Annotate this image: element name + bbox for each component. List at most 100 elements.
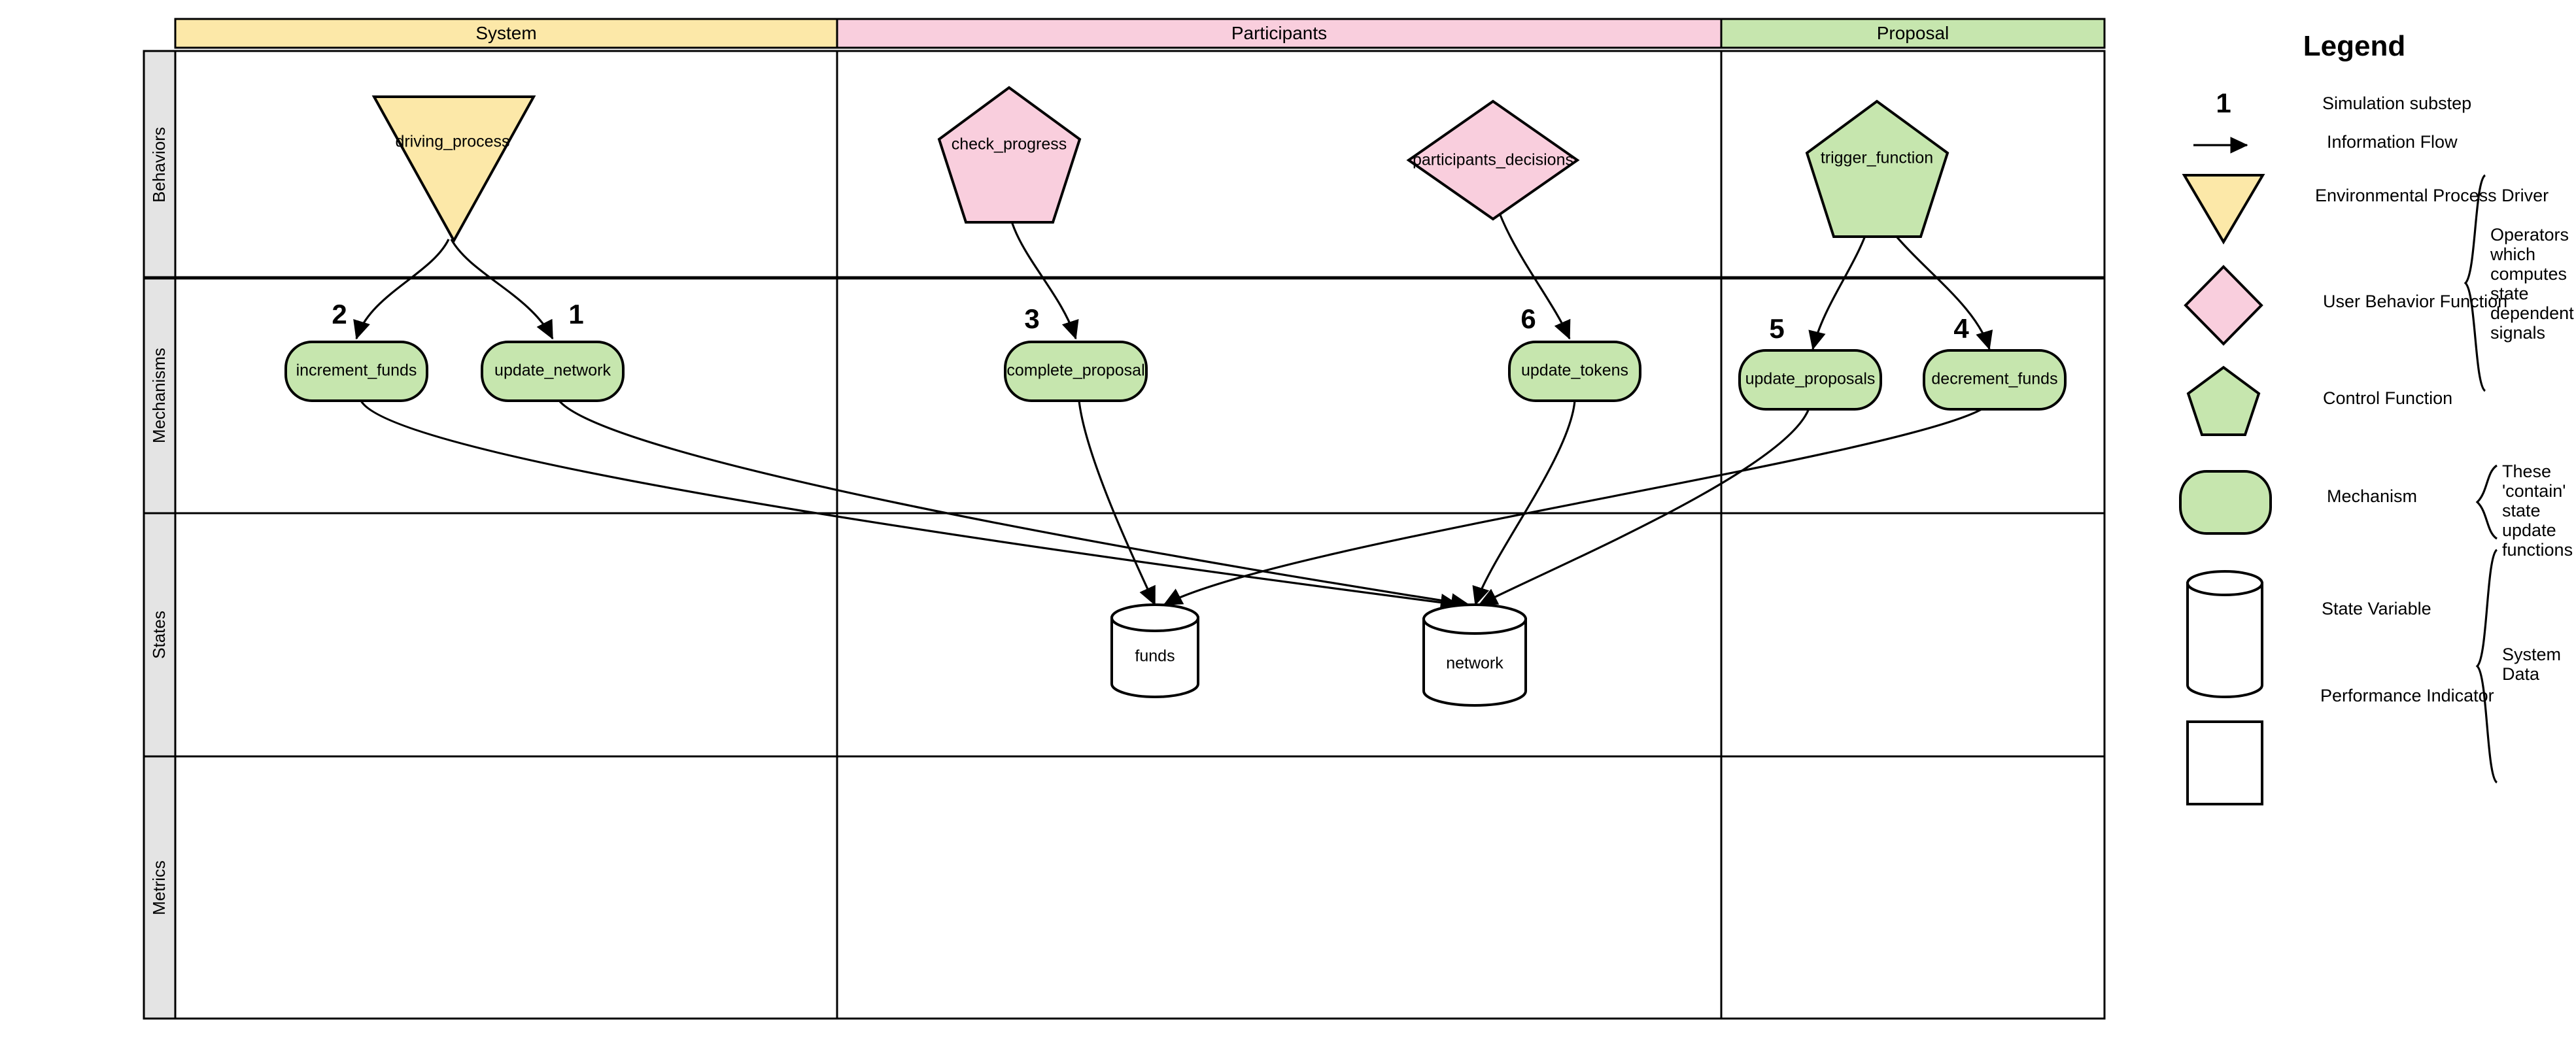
legend-item-state-variable: State Variable — [2186, 570, 2431, 698]
update-tokens-label: update_tokens — [1521, 362, 1628, 380]
row-gutter-metrics — [143, 755, 177, 1020]
step-number-update-tokens: 6 — [1520, 303, 1536, 334]
legend-glyph-cylinder-body-icon — [2186, 582, 2263, 698]
funds-cylinder-top — [1110, 603, 1199, 632]
row-label-states: States — [149, 611, 169, 659]
check-progress-pentagon-shape — [937, 86, 1082, 224]
trigger-function-pentagon-shape — [1805, 99, 1949, 238]
legend-item-simulation-substep: 1 Simulation substep — [2216, 88, 2471, 118]
edge-complete-proposal-to-funds — [1078, 400, 1156, 606]
node-update-tokens[interactable]: update_tokens — [1508, 341, 1641, 402]
update-tokens-rounded-rect-shape — [1508, 341, 1641, 402]
legend-brace-mechanism: These 'contain' state update functions — [2475, 462, 2573, 560]
decrement-funds-label: decrement_funds — [1931, 370, 2057, 388]
network-cylinder-top — [1422, 603, 1527, 635]
update-proposals-rounded-rect-shape — [1738, 349, 1882, 411]
legend-glyph-substep-number: 1 — [2216, 88, 2231, 118]
brace-mechanism-line-2: state — [2502, 501, 2541, 520]
legend-brace-operators: Operators which computes state dependent… — [2464, 174, 2576, 392]
legend-brace-system-data-curve — [2475, 548, 2498, 784]
node-update-proposals[interactable]: update_proposals — [1738, 349, 1882, 411]
node-decrement-funds[interactable]: decrement_funds — [1923, 349, 2067, 411]
decrement-funds-rounded-rect-shape — [1923, 349, 2067, 411]
funds-label: funds — [1135, 647, 1175, 666]
legend-glyph-cylinder-top-icon — [2186, 570, 2263, 596]
state-nodes: funds network — [1110, 603, 1527, 707]
column-header-proposal-label: Proposal — [1877, 23, 1949, 43]
legend-glyph-pentagon-icon — [2186, 365, 2261, 436]
behavior-nodes: driving_process check_progress participa… — [371, 86, 1949, 244]
grid-lines — [144, 50, 2106, 1020]
update-network-rounded-rect-shape — [481, 341, 625, 402]
brace-mechanism-line-1: 'contain' — [2502, 481, 2566, 501]
row-gutter-states — [143, 512, 177, 758]
node-update-network[interactable]: update_network — [481, 341, 625, 402]
node-network[interactable]: network — [1422, 603, 1527, 707]
driving-process-label: driving_process — [395, 133, 509, 151]
brace-system-data-line-1: Data — [2502, 664, 2540, 684]
legend-glyph-rounded-rect-icon — [2179, 470, 2272, 535]
increment-funds-label: increment_funds — [296, 362, 417, 380]
edge-update-tokens-to-network — [1472, 400, 1576, 606]
step-number-increment-funds: 2 — [332, 299, 347, 329]
brace-system-data-line-0: System — [2502, 645, 2561, 664]
brace-operators-line-5: signals — [2490, 323, 2545, 343]
legend-brace-operators-curve — [2464, 174, 2486, 392]
update-proposals-label: update_proposals — [1745, 370, 1876, 388]
legend-glyph-diamond-icon — [2184, 265, 2263, 346]
step-number-update-network: 1 — [568, 299, 583, 329]
legend-brace-operators-text: Operators which computes state dependent… — [2490, 225, 2576, 343]
node-driving-process[interactable]: driving_process — [371, 95, 536, 244]
legend-label-state-variable: State Variable — [2322, 599, 2431, 618]
legend-label-mechanism: Mechanism — [2327, 486, 2417, 506]
legend-brace-system-data-text: System Data — [2502, 645, 2566, 684]
legend-label-environmental-process-driver: Environmental Process Driver — [2315, 186, 2549, 205]
column-header-participants-label: Participants — [1231, 23, 1327, 43]
participants-decisions-diamond-shape — [1406, 99, 1580, 221]
legend-brace-mechanism-curve — [2475, 464, 2498, 540]
edge-update-proposals-to-network — [1478, 408, 1810, 606]
driving-process-triangle-shape — [371, 95, 536, 244]
complete-proposal-rounded-rect-shape — [1004, 341, 1148, 402]
step-number-update-proposals: 5 — [1769, 313, 1784, 344]
column-header-system — [174, 18, 838, 49]
node-funds[interactable]: funds — [1110, 603, 1199, 698]
row-label-gutter: Behaviors Mechanisms States Metrics — [143, 50, 177, 1020]
legend-item-performance-indicator: Performance Indicator — [2186, 686, 2494, 805]
brace-operators-line-1: which — [2490, 245, 2535, 264]
row-label-behaviors: Behaviors — [149, 127, 169, 203]
legend-panel: Legend 1 Simulation substep Information … — [2179, 30, 2576, 805]
row-label-mechanisms: Mechanisms — [149, 348, 169, 443]
legend-brace-mechanism-text: These 'contain' state update functions — [2502, 462, 2573, 560]
edge-driving-process-to-update-network — [450, 239, 554, 340]
brace-mechanism-line-0: These — [2502, 462, 2551, 481]
mechanism-nodes: increment_funds 2 update_network 1 compl… — [284, 299, 2067, 411]
trigger-function-label: trigger_function — [1821, 149, 1933, 167]
funds-cylinder-body — [1110, 616, 1199, 698]
legend-label-information-flow: Information Flow — [2327, 132, 2458, 152]
node-complete-proposal[interactable]: complete_proposal — [1004, 341, 1148, 402]
brace-operators-line-3: state — [2490, 284, 2529, 303]
node-participants-decisions[interactable]: participants_decisions — [1406, 99, 1580, 221]
node-trigger-function[interactable]: trigger_function — [1805, 99, 1949, 238]
row-label-metrics: Metrics — [149, 860, 169, 915]
brace-mechanism-line-3: update — [2502, 520, 2556, 540]
node-check-progress[interactable]: check_progress — [937, 86, 1082, 224]
brace-operators-line-2: computes — [2490, 264, 2567, 284]
legend-label-control-function: Control Function — [2323, 388, 2452, 408]
legend-title: Legend — [2303, 30, 2405, 62]
column-headers: System Participants Proposal — [174, 18, 2106, 49]
edge-update-network-to-network — [558, 399, 1470, 611]
legend-label-performance-indicator: Performance Indicator — [2320, 686, 2494, 705]
legend-item-control-function: Control Function — [2186, 365, 2452, 436]
legend-label-user-behavior-function: User Behavior Function — [2323, 292, 2507, 311]
brace-mechanism-line-4: functions — [2502, 540, 2573, 560]
legend-item-information-flow: Information Flow — [2193, 132, 2458, 154]
update-network-label: update_network — [494, 362, 611, 380]
node-increment-funds[interactable]: increment_funds — [284, 341, 428, 402]
network-label: network — [1446, 654, 1503, 673]
brace-operators-line-4: dependent — [2490, 303, 2574, 323]
check-progress-label: check_progress — [952, 135, 1067, 154]
